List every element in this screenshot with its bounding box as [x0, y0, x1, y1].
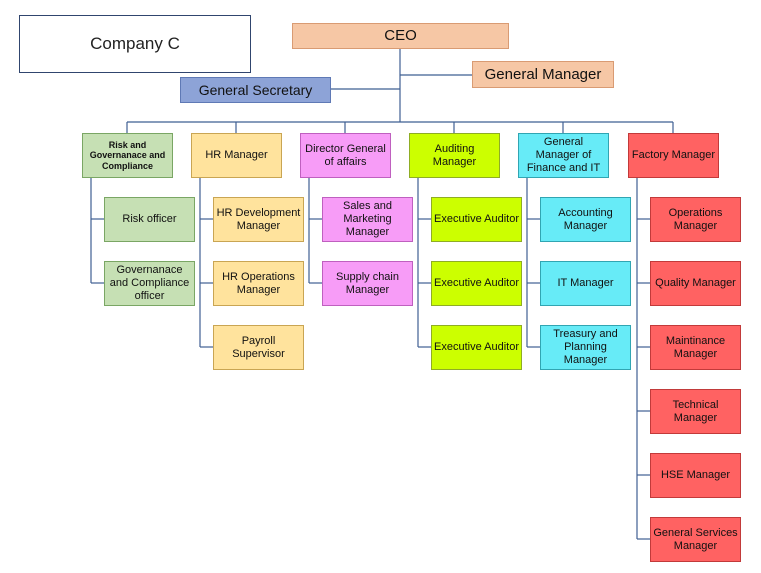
risk-governance-compliance-box: Risk and Governanace and Compliance: [82, 133, 173, 178]
hr-manager-box: HR Manager: [191, 133, 282, 178]
payroll-supervisor-box: Payroll Supervisor: [213, 325, 304, 370]
governance-compliance-officer-box: Governanace and Compliance officer: [104, 261, 195, 306]
executive-auditor-box: Executive Auditor: [431, 325, 522, 370]
ceo-box: CEO: [292, 23, 509, 49]
general-secretary-box: General Secretary: [180, 77, 331, 103]
operations-manager-box: Operations Manager: [650, 197, 741, 242]
quality-manager-box: Quality Manager: [650, 261, 741, 306]
accounting-manager-box: Accounting Manager: [540, 197, 631, 242]
company-label: Company C: [19, 15, 251, 73]
hr-development-manager-box: HR Development Manager: [213, 197, 304, 242]
maintinance-manager-box: Maintinance Manager: [650, 325, 741, 370]
factory-manager-box: Factory Manager: [628, 133, 719, 178]
treasury-planning-manager-box: Treasury and Planning Manager: [540, 325, 631, 370]
hse-manager-box: HSE Manager: [650, 453, 741, 498]
finance-it-manager-box: General Manager of Finance and IT: [518, 133, 609, 178]
general-services-manager-box: General Services Manager: [650, 517, 741, 562]
supply-chain-manager-box: Supply chain Manager: [322, 261, 413, 306]
hr-operations-manager-box: HR Operations Manager: [213, 261, 304, 306]
it-manager-box: IT Manager: [540, 261, 631, 306]
sales-marketing-manager-box: Sales and Marketing Manager: [322, 197, 413, 242]
general-manager-box: General Manager: [472, 61, 614, 88]
technical-manager-box: Technical Manager: [650, 389, 741, 434]
executive-auditor-box: Executive Auditor: [431, 197, 522, 242]
auditing-manager-box: Auditing Manager: [409, 133, 500, 178]
director-general-affairs-box: Director General of affairs: [300, 133, 391, 178]
executive-auditor-box: Executive Auditor: [431, 261, 522, 306]
risk-officer-box: Risk officer: [104, 197, 195, 242]
